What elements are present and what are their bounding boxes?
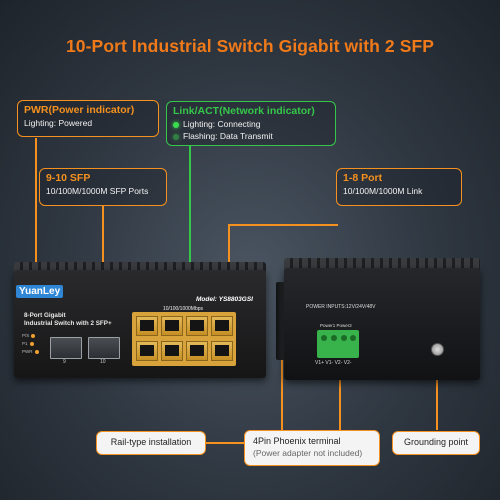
pwr-callout-title: PWR(Power indicator): [24, 104, 135, 116]
sfp-port-9: [50, 337, 82, 359]
led-icon: [31, 333, 36, 338]
terminal-pin: [341, 335, 347, 341]
pwr-callout: PWR(Power indicator) Lighting: Powered: [17, 100, 159, 137]
status-leds: P/S P1 PWR: [22, 332, 39, 356]
rj45-port-1: [136, 316, 158, 336]
sfp-port-10: [88, 337, 120, 359]
desc-line-1: 8-Port Gigabit: [24, 312, 66, 319]
desc-line-2: Industrial Switch with 2 SFP+: [24, 320, 112, 327]
link-flashing-row: Flashing: Data Transmit: [173, 130, 329, 142]
model-number: Model: YS8803GSI: [196, 296, 253, 303]
pwr-connector-line: [35, 138, 37, 334]
led-label-pwr: PWR: [22, 349, 33, 354]
ground-label: Grounding point: [392, 431, 480, 455]
link-flashing-text: Flashing: Data Transmit: [183, 131, 273, 141]
led-label-p1: P1: [22, 341, 28, 346]
led-label-ps: P/S: [22, 333, 30, 338]
led-flashing-icon: [173, 133, 179, 140]
ports-callout: 1-8 Port 10/100M/1000M Link: [336, 168, 462, 206]
led-icon: [34, 349, 39, 354]
model-description: 8-Port Gigabit Industrial Switch with 2 …: [24, 312, 112, 328]
ports-connector-h: [228, 224, 338, 226]
link-callout: Link/ACT(Network indicator) Lighting: Co…: [166, 101, 336, 146]
page-title: 10-Port Industrial Switch Gigabit with 2…: [65, 36, 435, 56]
rail-label-text: Rail-type installation: [110, 437, 192, 447]
terminal-pin-labels: V1+ V1- V2- V2-: [315, 360, 352, 366]
sfp-label-10: 10: [100, 359, 106, 365]
link-callout-title: Link/ACT(Network indicator): [173, 105, 315, 117]
link-lighting-row: Lighting: Connecting: [173, 118, 329, 130]
terminal-label-text: 4Pin Phoenix terminal: [253, 436, 341, 446]
rj45-port-7: [186, 341, 208, 361]
terminal-label-sub: (Power adapter not included): [253, 448, 363, 458]
link-connector-line: [189, 146, 191, 358]
brand-logo: YuanLey: [16, 285, 64, 298]
terminal-pin: [321, 335, 327, 341]
ground-label-text: Grounding point: [403, 437, 469, 447]
phoenix-terminal: [317, 330, 359, 358]
rj45-port-2: [161, 316, 183, 336]
led-icon: [29, 341, 34, 346]
ports-callout-title: 1-8 Port: [343, 172, 383, 184]
ground-connector-line: [436, 356, 438, 430]
sfp-callout: 9-10 SFP 10/100M/1000M SFP Ports: [39, 168, 167, 206]
pwr-callout-text: Lighting: Powered: [24, 118, 93, 128]
terminal-connector-line: [339, 362, 341, 430]
rj45-port-4: [211, 316, 233, 336]
led-solid-icon: [173, 121, 179, 128]
rj45-port-5: [136, 341, 158, 361]
rj45-port-6: [161, 341, 183, 361]
grounding-screw-icon: [431, 343, 444, 356]
power-inputs-label: POWER INPUTS:12V/24V/48V: [306, 304, 376, 310]
switch-side-panel: [284, 268, 480, 380]
sfp-callout-text: 10/100M/1000M SFP Ports: [46, 186, 149, 196]
speed-label: 10/100/1000Mbps: [163, 306, 204, 312]
terminal-pin: [331, 335, 337, 341]
sfp-callout-title: 9-10 SFP: [46, 172, 91, 184]
ports-callout-text: 10/100M/1000M Link: [343, 186, 423, 196]
terminal-label: 4Pin Phoenix terminal (Power adapter not…: [244, 430, 380, 466]
link-lighting-text: Lighting: Connecting: [183, 119, 261, 129]
rail-connector-v: [281, 360, 283, 443]
power-terminal-label: Power1 Power2: [320, 323, 352, 328]
rj45-port-3: [186, 316, 208, 336]
sfp-label-9: 9: [63, 359, 66, 365]
side-heatsink-fins: [284, 258, 480, 270]
terminal-pin: [350, 335, 356, 341]
rj45-port-8: [211, 341, 233, 361]
rail-label: Rail-type installation: [96, 431, 206, 455]
